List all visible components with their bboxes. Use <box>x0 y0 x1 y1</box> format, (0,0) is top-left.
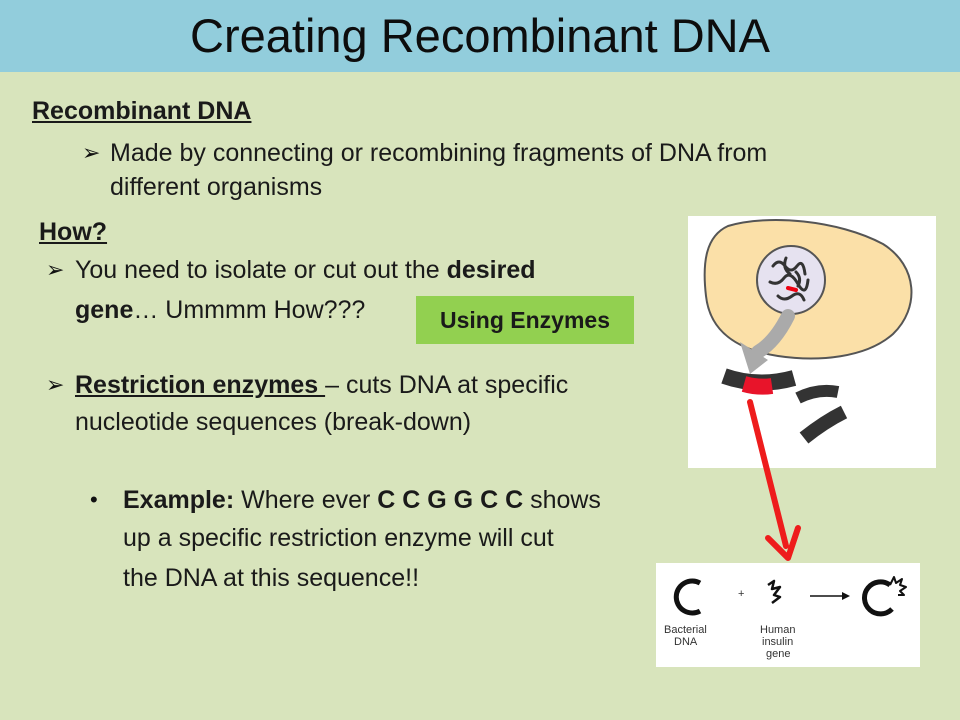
human-insulin-gene-icon <box>767 579 782 604</box>
human-insulin-label-2: insulin <box>762 636 793 648</box>
recombinant-dna-heading: Recombinant DNA <box>32 97 252 125</box>
chromosome-squiggles <box>768 256 810 302</box>
bacterial-dna-icon <box>673 578 702 616</box>
human-insulin-label-1: Human <box>760 624 795 636</box>
gene-highlight <box>786 286 798 292</box>
human-insulin-label-3: gene <box>766 648 790 660</box>
definition-line-1: Made by connecting or recombining fragme… <box>110 139 768 167</box>
restriction-line-1: Restriction enzymes – cuts DNA at specif… <box>75 371 569 399</box>
restriction-line-2: nucleotide sequences (break-down) <box>75 408 472 436</box>
cell-illustration <box>688 216 936 468</box>
arrow-bullet-icon: ➢ <box>82 140 101 165</box>
plus-sign: + <box>738 588 744 600</box>
extraction-arrow-shaft <box>751 309 795 359</box>
isolate-line-2: gene… Ummmm How??? <box>75 296 366 324</box>
recombinant-dna-icon <box>862 579 894 617</box>
arrow-bullet-icon: ➢ <box>46 372 65 397</box>
dna-fragment-right-2 <box>799 405 848 444</box>
cell-diagram-svg <box>703 219 913 444</box>
example-line-2: up a specific restriction enzyme will cu… <box>123 524 554 552</box>
example-line-1: Example: Where ever C C G G C C shows <box>123 486 601 514</box>
cell-nucleus <box>756 245 826 315</box>
recombination-diagram: + Bacterial DNA Human insulin gene <box>656 563 920 667</box>
bacterial-dna-label-1: Bacterial <box>664 624 707 636</box>
definition-line-2: different organisms <box>110 173 323 201</box>
how-heading: How? <box>39 218 108 246</box>
slide-title: Creating Recombinant DNA <box>190 9 770 62</box>
reaction-arrow-head <box>842 592 850 600</box>
isolate-line-1: You need to isolate or cut out the desir… <box>75 256 536 284</box>
example-line-3: the DNA at this sequence!! <box>123 564 420 592</box>
gene-fragment <box>741 376 774 395</box>
bacterial-dna-label-2: DNA <box>674 636 698 648</box>
dna-fragment-right-1 <box>795 384 840 404</box>
using-enzymes-badge: Using Enzymes <box>416 296 634 344</box>
title-bar <box>0 0 960 72</box>
red-arrow-icon <box>747 399 801 561</box>
extraction-arrow-head <box>740 342 768 374</box>
arrow-bullet-icon: ➢ <box>46 257 65 282</box>
dot-bullet-icon: • <box>90 487 98 512</box>
